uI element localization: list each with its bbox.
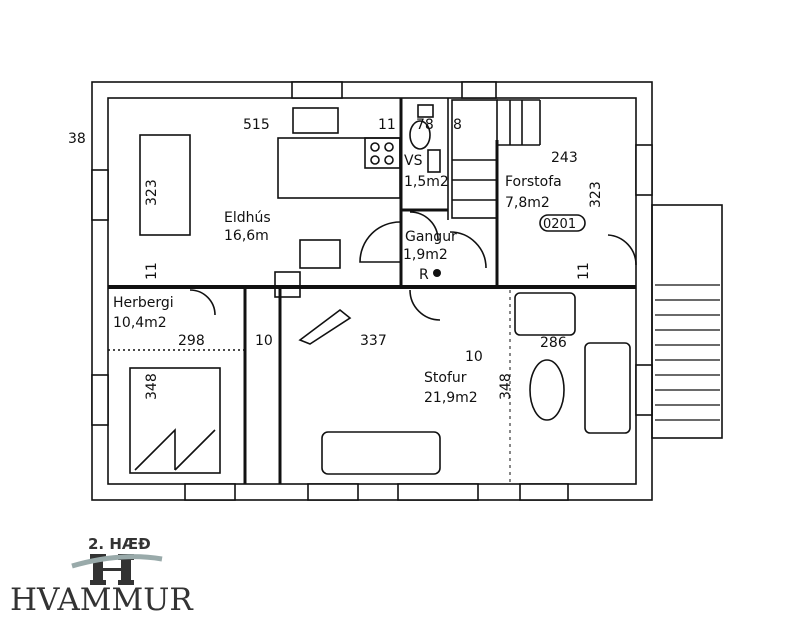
room-area-gangur: 1,9m2: [403, 247, 448, 263]
dim-bedroom-width: 298: [178, 333, 205, 349]
entry-code: 0201: [543, 217, 576, 232]
dim-wall-mid-right: 11: [576, 262, 592, 280]
dim-kitchen-width: 515: [243, 117, 270, 133]
room-area-stofur: 21,9m2: [424, 390, 478, 406]
room-name-stofur: Stofur: [424, 370, 467, 386]
dim-partition-2: 10: [465, 349, 483, 365]
dim-wc-wall: 8: [453, 117, 462, 133]
dim-kitchen-wall: 11: [378, 117, 396, 133]
room-name-forstofa: Forstofa: [505, 174, 562, 190]
dim-living-depth: 348: [498, 373, 514, 400]
dim-entry-depth: 323: [588, 181, 604, 208]
room-area-eldhus: 16,6m: [224, 228, 269, 244]
floor-label: 2. HÆÐ: [88, 535, 151, 553]
riser-label: R: [419, 267, 429, 283]
room-name-vs: VS: [404, 153, 423, 169]
dim-wall-mid-left: 11: [144, 262, 160, 280]
dim-entry-width: 243: [551, 150, 578, 166]
dim-living-right: 286: [540, 335, 567, 351]
inner-wall: [107, 97, 637, 485]
dim-wc-width: 78: [416, 117, 434, 133]
room-name-eldhus: Eldhús: [224, 210, 271, 226]
dim-kitchen-depth: 323: [144, 179, 160, 206]
room-area-forstofa: 7,8m2: [505, 195, 550, 211]
brand-name: HVAMMUR: [10, 582, 194, 618]
room-area-herbergi: 10,4m2: [113, 315, 167, 331]
dim-living-width: 337: [360, 333, 387, 349]
room-area-vs: 1,5m2: [404, 174, 449, 190]
room-name-gangur: Gangur: [405, 229, 457, 245]
dim-partition: 10: [255, 333, 273, 349]
dim-bedroom-depth: 348: [144, 373, 160, 400]
dim-wall-left: 38: [68, 131, 86, 147]
hvammur-logo: 2. HÆÐ HVAMMUR: [10, 535, 194, 618]
room-name-herbergi: Herbergi: [113, 295, 174, 311]
